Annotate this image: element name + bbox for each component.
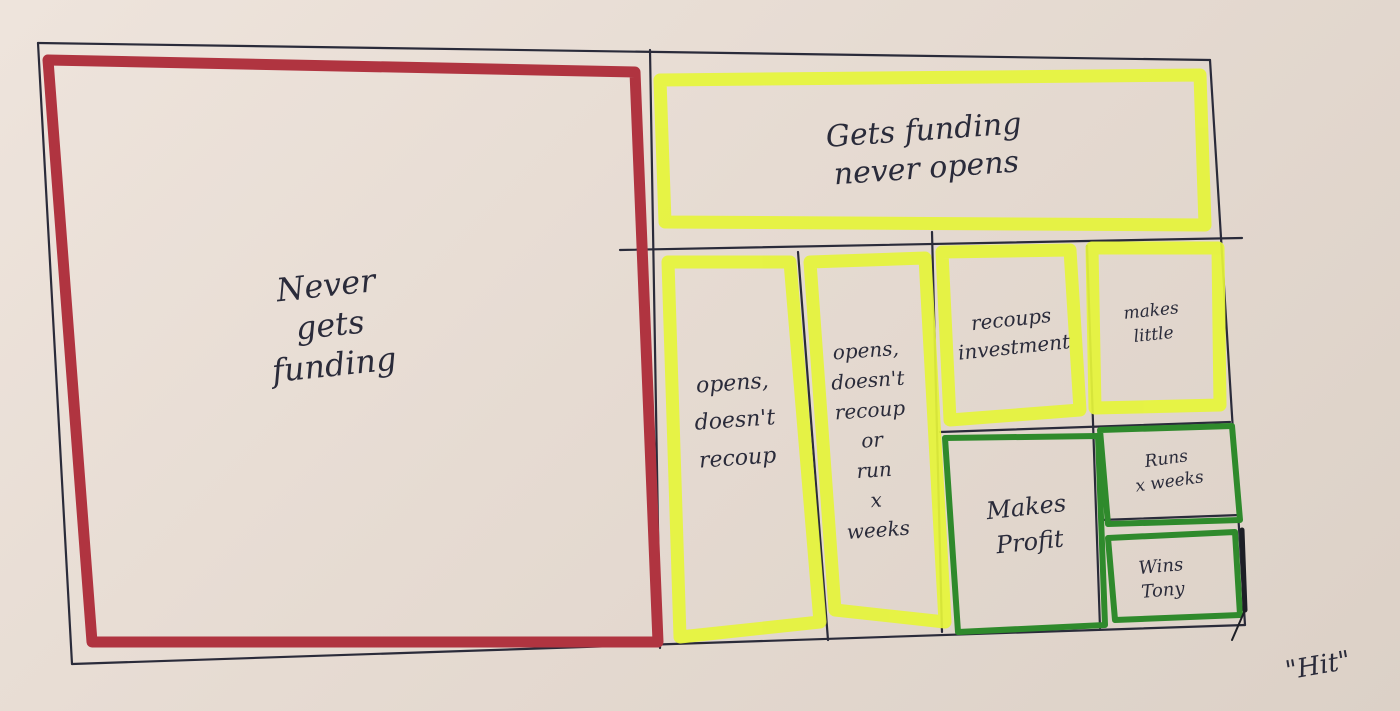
label-makes-profit: Makes Profit: [984, 488, 1068, 560]
label-wins-tony: Wins Tony: [1137, 554, 1186, 604]
region-opens-doesnt-recoup-or-run-border: [803, 251, 952, 629]
region-opens-doesnt-recoup-border: [661, 255, 827, 644]
label-opens-doesnt-recoup: opens, doesn't recoup: [693, 368, 778, 474]
label-opens-doesnt-recoup-or-run: opens, doesn't recoup or run x weeks: [830, 335, 911, 544]
region-runs-x-weeks-border: [1097, 423, 1243, 527]
region-makes-profit-border: [942, 433, 1108, 635]
region-gets-funding-never-opens-border: [653, 68, 1212, 232]
region-wins-tony-border: [1105, 529, 1243, 623]
region-makes-little-border: [1085, 241, 1227, 415]
region-recoups-investment-border: [935, 243, 1087, 427]
label-never-gets-funding: Never gets funding: [270, 261, 399, 391]
region-never-gets-funding-border: [42, 54, 664, 648]
hit-pointer: [1231, 527, 1248, 641]
